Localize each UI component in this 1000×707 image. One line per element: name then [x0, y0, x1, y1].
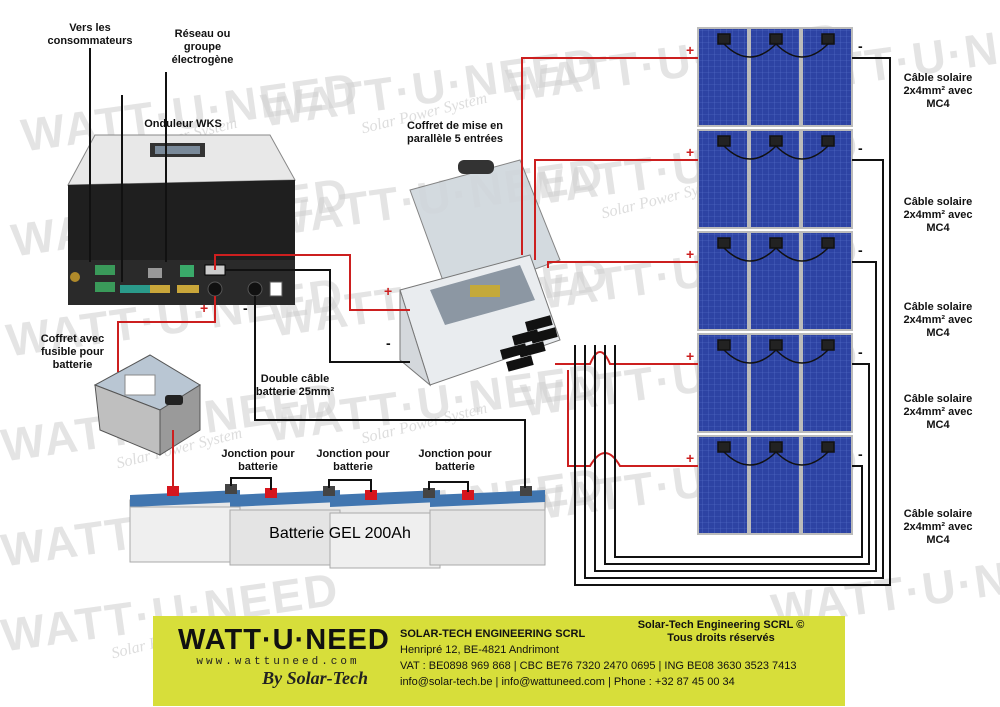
- polarity-plus: +: [686, 144, 695, 160]
- label-junction-2: Jonction pour batterie: [316, 448, 390, 473]
- polarity-minus: -: [243, 300, 248, 316]
- company-name: SOLAR-TECH ENGINEERING SCRL: [400, 628, 586, 640]
- brand-logo: WATT·U·NEED www.wattuneed.com By Solar-T…: [178, 624, 390, 689]
- inverter: [67, 134, 296, 305]
- label-solar-cable-5: Câble solaire 2x4mm² avec MC4: [903, 508, 973, 546]
- polarity-plus: +: [686, 246, 695, 262]
- battery-fuse-box: [93, 354, 201, 456]
- solar-string-5: [697, 435, 853, 535]
- polarity-plus: +: [686, 42, 695, 58]
- solar-array: [697, 27, 853, 535]
- label-double-cable: Double câble batterie 25mm²: [255, 373, 335, 398]
- label-consumers: Vers les consommateurs: [47, 22, 133, 47]
- label-solar-cable-2: Câble solaire 2x4mm² avec MC4: [903, 196, 973, 234]
- polarity-minus: -: [858, 38, 863, 54]
- polarity-minus: -: [858, 242, 863, 258]
- polarity-plus: +: [200, 300, 209, 316]
- polarity-minus: -: [858, 140, 863, 156]
- polarity-minus: -: [858, 446, 863, 462]
- solar-string-4: [697, 333, 853, 433]
- label-grid: Réseau ou groupe électrogène: [171, 28, 234, 66]
- label-solar-cable-4: Câble solaire 2x4mm² avec MC4: [903, 393, 973, 431]
- company-vat: VAT : BE0898 969 868 | CBC BE76 7320 247…: [400, 660, 797, 672]
- logo-by: By Solar-Tech: [262, 668, 368, 688]
- label-fusebox: Coffret avec fusible pour batterie: [40, 333, 105, 371]
- polarity-minus: -: [386, 335, 391, 351]
- polarity-plus: +: [686, 450, 695, 466]
- battery-terminals: [167, 484, 532, 500]
- polarity-minus: -: [858, 344, 863, 360]
- copyright-line-2: Tous droits réservés: [667, 632, 775, 644]
- battery-bank: [129, 477, 546, 569]
- company-info: SOLAR-TECH ENGINEERING SCRL Henripré 12,…: [400, 626, 840, 690]
- copyright-line-1: Solar-Tech Engineering SCRL ©: [637, 619, 805, 631]
- logo-url: www.wattuneed.com: [196, 656, 360, 668]
- port-grid: [95, 282, 115, 292]
- label-solar-cable-3: Câble solaire 2x4mm² avec MC4: [903, 301, 973, 339]
- label-battery: Batterie GEL 200Ah: [269, 525, 411, 542]
- copyright: Solar-Tech Engineering SCRL © Tous droit…: [621, 619, 821, 645]
- company-address: Henripré 12, BE-4821 Andrimont: [400, 644, 559, 656]
- polarity-plus: +: [384, 283, 393, 299]
- label-junction-1: Jonction pour batterie: [221, 448, 295, 473]
- label-junction-3: Jonction pour batterie: [418, 448, 492, 473]
- label-combiner: Coffret de mise en parallèle 5 entrées: [406, 120, 503, 145]
- port-consumers: [95, 265, 115, 275]
- wires: [89, 48, 891, 586]
- footer-banner: WATT·U·NEED www.wattuneed.com By Solar-T…: [153, 616, 845, 706]
- polarity-plus: +: [686, 348, 695, 364]
- logo-text: WATT·U·NEED: [178, 624, 390, 656]
- label-solar-cable-1: Câble solaire 2x4mm² avec MC4: [903, 72, 973, 110]
- company-contact: info@solar-tech.be | info@wattuneed.com …: [400, 676, 735, 688]
- label-inverter: Onduleur WKS: [144, 118, 222, 130]
